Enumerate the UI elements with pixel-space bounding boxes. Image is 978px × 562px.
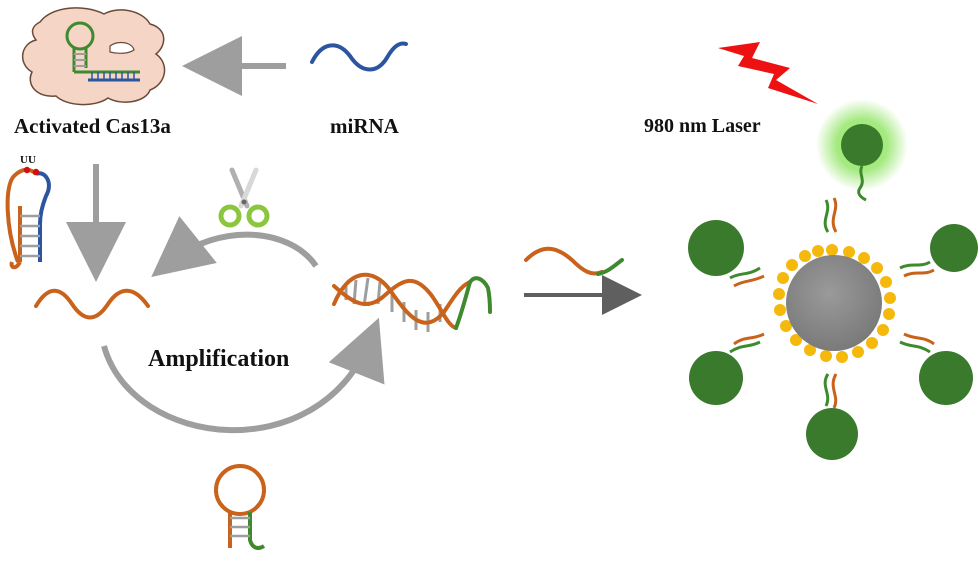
bottom-hairpin bbox=[214, 464, 266, 550]
uu-hairpin-reporter: UU bbox=[5, 154, 51, 270]
nanoparticle-assembly bbox=[688, 197, 978, 460]
gold-bead-ring bbox=[773, 244, 896, 363]
mirna-strand bbox=[310, 41, 408, 72]
amplification-label: Amplification bbox=[148, 346, 289, 372]
green-particle-bottom bbox=[806, 408, 858, 460]
green-particle-lower-left bbox=[689, 351, 743, 405]
released-particle-tail bbox=[857, 165, 867, 202]
duplex-helix bbox=[332, 272, 492, 332]
uu-label: UU bbox=[20, 154, 36, 166]
nanoparticle-core bbox=[786, 255, 882, 351]
probe-strand-green bbox=[596, 258, 624, 276]
probe-strand-orange bbox=[524, 246, 604, 276]
cas13a-protein bbox=[22, 7, 166, 106]
green-particle-lower-right bbox=[919, 351, 973, 405]
mirna-label: miRNA bbox=[330, 114, 400, 138]
cleavage-arc-arrow bbox=[151, 216, 319, 277]
released-particle bbox=[841, 124, 883, 166]
lightning-bolt-icon bbox=[718, 42, 818, 104]
cleaved-primer-strand bbox=[34, 288, 150, 320]
activated-cas13a-label: Activated Cas13a bbox=[14, 114, 171, 138]
green-particle-upper-right bbox=[930, 224, 978, 272]
amplification-arc-arrow bbox=[101, 317, 385, 434]
crrna-hairpin bbox=[65, 21, 140, 74]
green-particle-upper-left bbox=[688, 220, 744, 276]
scissors-icon bbox=[218, 167, 270, 228]
laser-label: 980 nm Laser bbox=[644, 115, 761, 137]
